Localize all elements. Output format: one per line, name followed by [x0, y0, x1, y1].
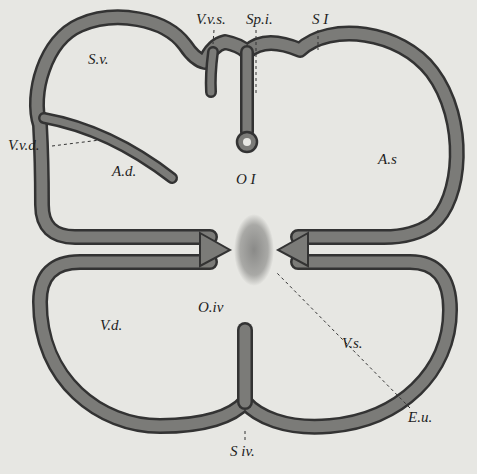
- part-label: V.v.s.: [196, 12, 226, 27]
- part-label: O.iv: [198, 300, 223, 315]
- part-label: V.s.: [342, 336, 363, 351]
- part-label: S.v.: [88, 52, 109, 67]
- part-label: A.d.: [112, 164, 136, 179]
- part-label: S iv.: [230, 444, 255, 459]
- part-label: A.s: [378, 152, 397, 167]
- part-label: V.v.d.: [8, 138, 40, 153]
- part-label: S I: [312, 12, 328, 27]
- part-label: V.d.: [100, 318, 122, 333]
- part-label: O I: [236, 172, 256, 187]
- part-label: Sp.i.: [246, 12, 273, 27]
- part-label: E.u.: [408, 410, 432, 425]
